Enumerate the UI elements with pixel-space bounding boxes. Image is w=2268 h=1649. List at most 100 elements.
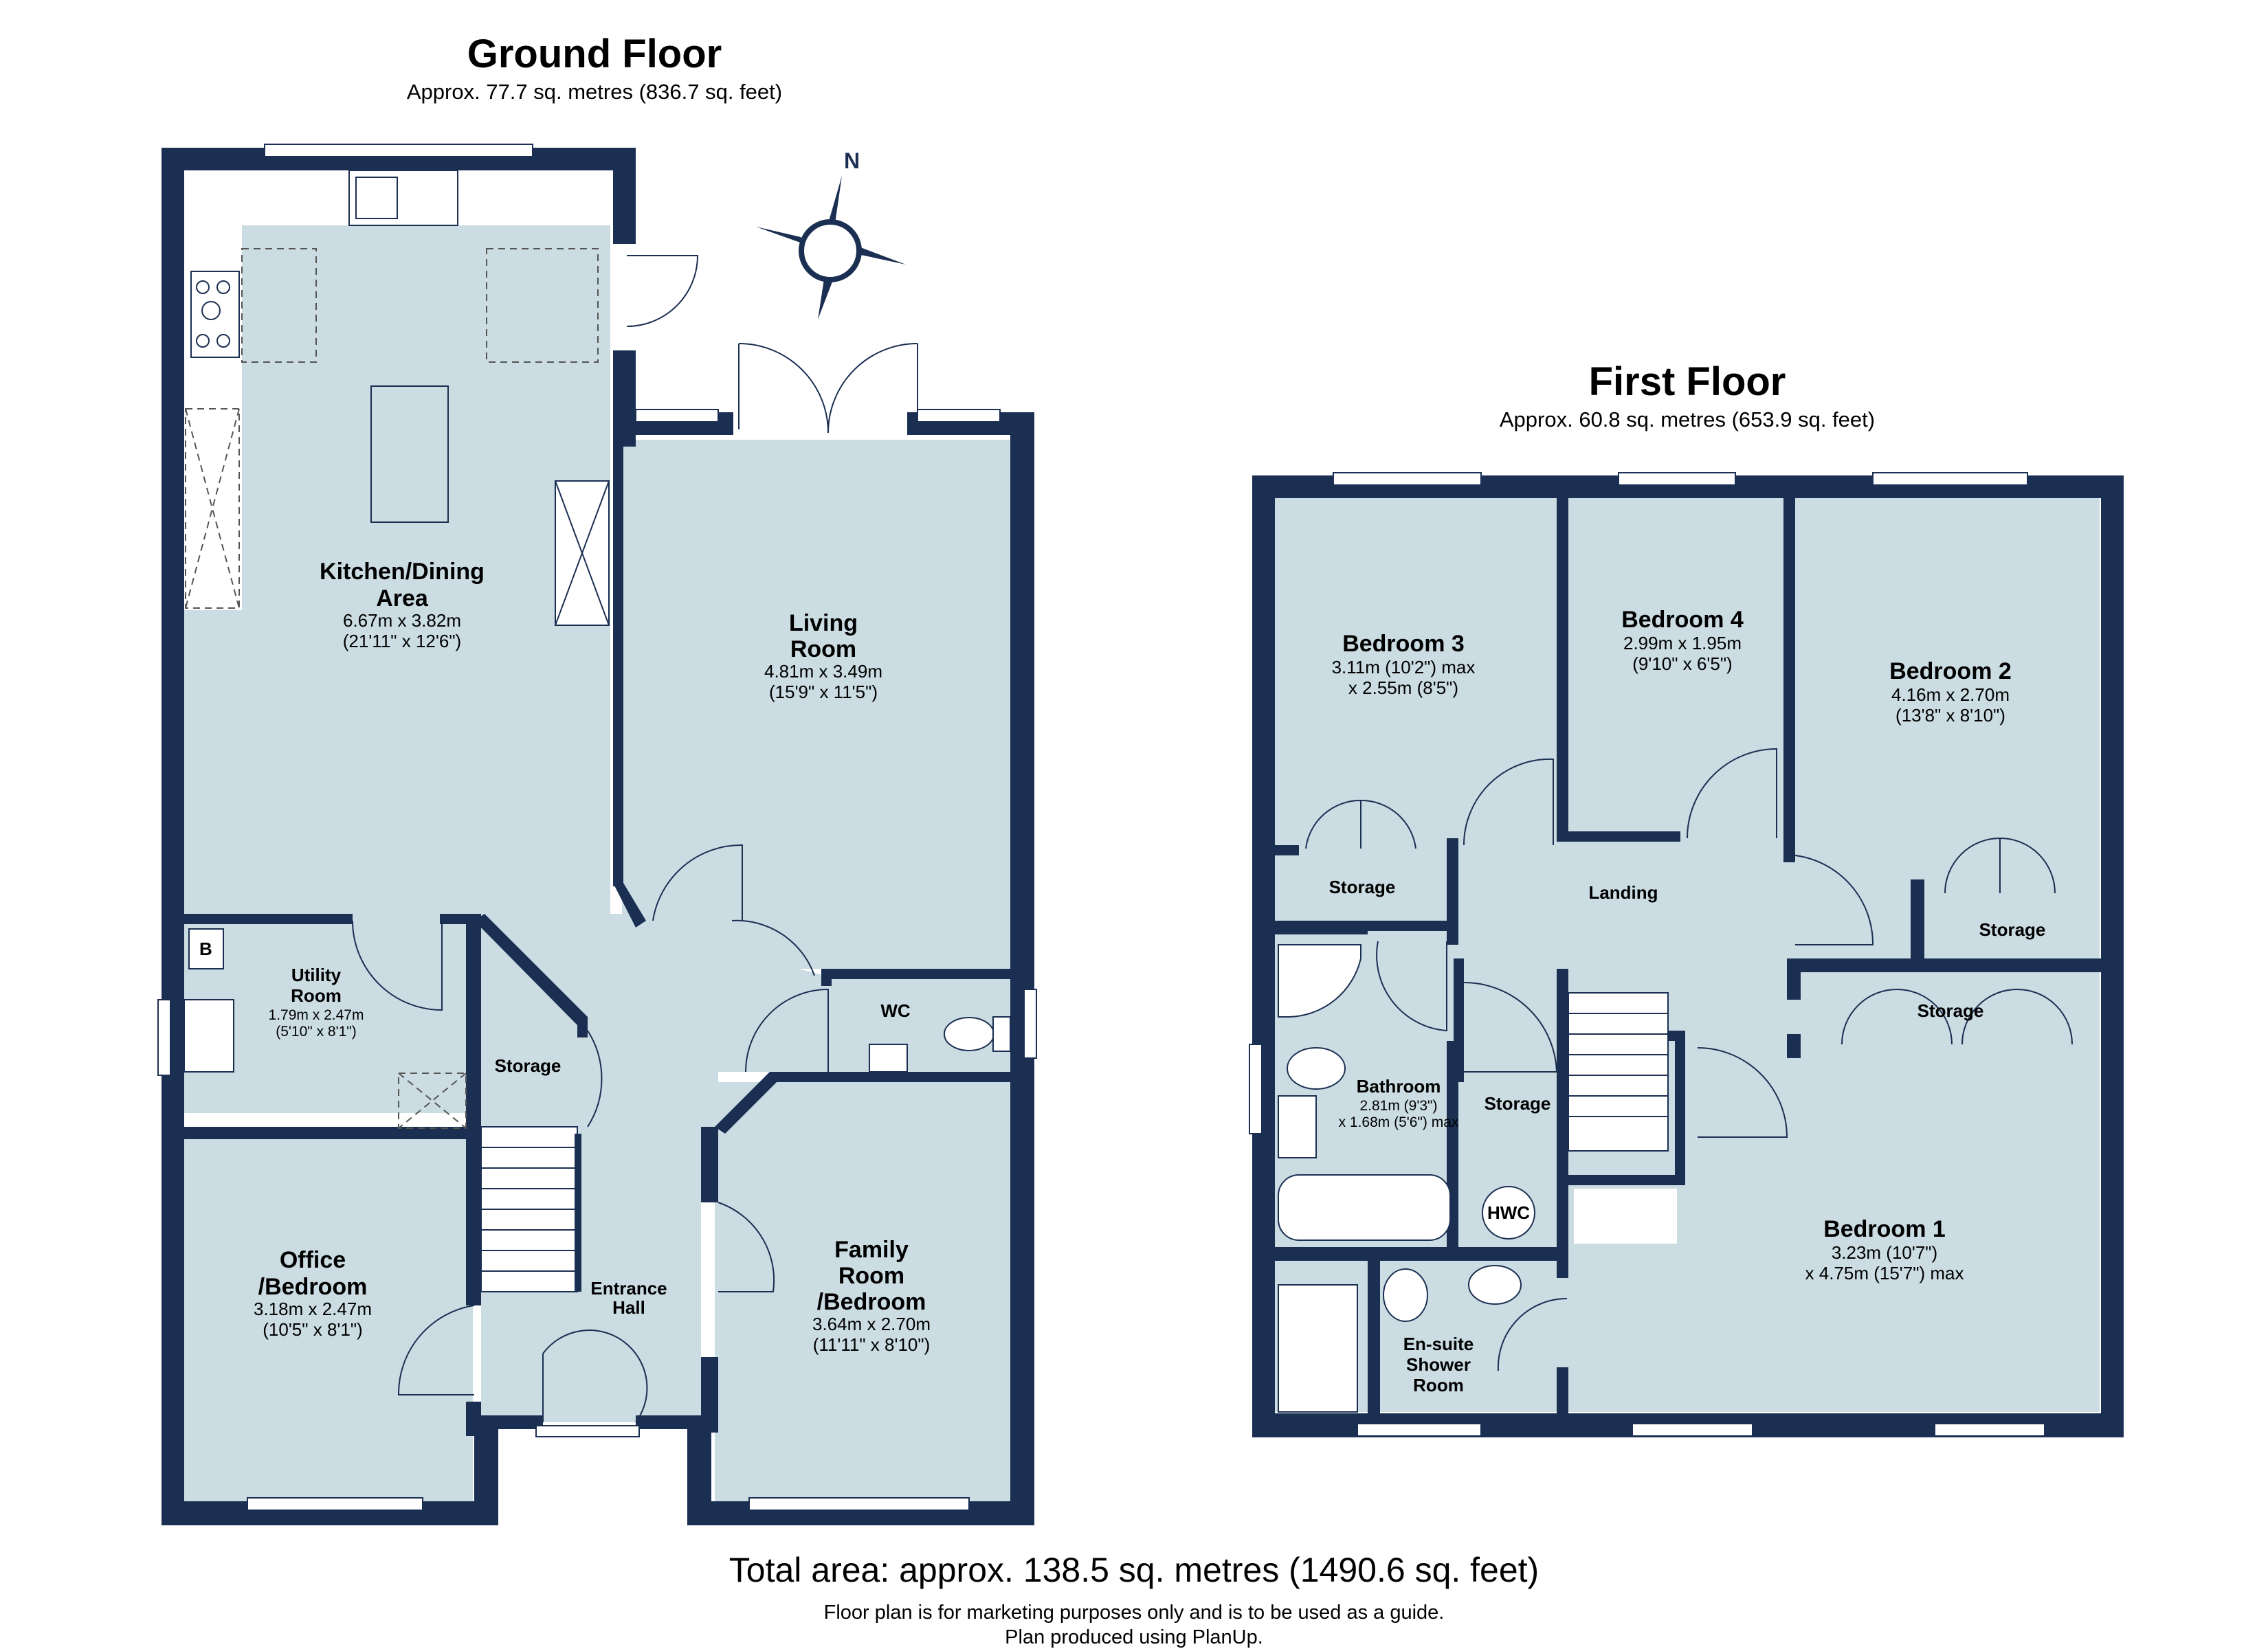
- french-door-right: [827, 343, 918, 434]
- wc-door-swing: [745, 988, 829, 1073]
- bed4-window: [1618, 472, 1736, 486]
- kitchen-window: [264, 144, 533, 157]
- gf-wall-family-left-top: [701, 1127, 718, 1202]
- stair-rail: [575, 1134, 581, 1292]
- ff-storage-a-label: Storage: [1329, 877, 1396, 897]
- ff-wall-storage-c-left: [1911, 879, 1924, 969]
- family-window: [748, 1497, 970, 1511]
- gf-wall-utility-top-left: [184, 914, 353, 924]
- gf-wall-utility-top-right: [440, 914, 466, 924]
- bathroom-dim-2: x 1.68m (5'6") max: [1339, 1114, 1459, 1130]
- wc-basin: [869, 1044, 908, 1073]
- ff-wall-left: [1252, 475, 1275, 1437]
- sink-bowl: [355, 177, 398, 219]
- hob-ring: [196, 334, 210, 348]
- wc-toilet: [944, 1017, 994, 1051]
- utility-dim-2: (5'10" x 8'1"): [276, 1024, 356, 1040]
- stair-treads: [481, 1147, 577, 1272]
- kitchen-dim-2: (21'11" x 12'6"): [343, 631, 461, 651]
- gf-wall-kitchen-living: [613, 440, 623, 886]
- hob-ring: [216, 334, 230, 348]
- storage-a-door-left: [1305, 799, 1361, 849]
- gf-wall-office-right-top: [466, 1134, 481, 1305]
- ensuite-toilet: [1383, 1268, 1428, 1322]
- kitchen-appliance-cross: [555, 480, 610, 626]
- first-floor-stairs: [1568, 992, 1669, 1152]
- bed2-door-swing: [1794, 855, 1874, 945]
- bed1-name: Bedroom 1: [1823, 1216, 1946, 1242]
- ff-wall-bed3-bed4: [1557, 498, 1568, 842]
- hob-ring: [216, 280, 230, 294]
- office-floor: [184, 1134, 473, 1512]
- bed3-dim-1: 3.11m (10'2") max: [1332, 657, 1476, 677]
- office-door-swing: [397, 1305, 475, 1395]
- storage-c-door-right: [1999, 838, 2056, 894]
- living-name-1: Living: [789, 610, 858, 636]
- ensuite-window: [1357, 1423, 1482, 1437]
- boiler: [188, 928, 224, 969]
- ground-floor-plan: B Kitchen/Dining Area 6.67m x 3.82m (21'…: [157, 144, 1037, 1525]
- bathroom-basin: [1278, 1095, 1317, 1158]
- bathroom-door-swing: [1376, 941, 1447, 1032]
- hot-water-cylinder: [1482, 1186, 1535, 1239]
- living-window-left: [635, 409, 719, 423]
- bathroom-name: Bathroom: [1357, 1076, 1441, 1097]
- ff-wall-ensuite-right-top: [1557, 1247, 1568, 1278]
- bed2-dim-2: (13'8" x 8'10"): [1895, 705, 2005, 726]
- gf-wall-porch-left: [474, 1415, 543, 1429]
- bathroom-window: [1249, 1044, 1263, 1134]
- storage-d-door-swing: [1463, 982, 1558, 1073]
- bathroom-shower-corner: [1278, 944, 1361, 1018]
- ensuite-name-2: Shower: [1406, 1354, 1471, 1375]
- utility-unit-cross: [398, 1073, 467, 1129]
- bed1-dim-2: x 4.75m (15'7") max: [1805, 1263, 1964, 1283]
- storage-door-swing: [587, 1030, 603, 1128]
- bed3-door-swing: [1463, 758, 1554, 846]
- utility-window: [157, 999, 171, 1076]
- boiler-label: B: [199, 939, 212, 959]
- gf-wall-storage-diagonal: [474, 914, 588, 1025]
- storage-a-door-right: [1360, 799, 1416, 849]
- ff-storage-c-label: Storage: [1979, 919, 2046, 940]
- ff-wall-bed2-stub: [1783, 835, 1795, 862]
- office-name-1: Office: [280, 1247, 346, 1273]
- hob-ring: [201, 301, 221, 320]
- compass-needle-west: [756, 227, 804, 244]
- ff-wall-stair-right: [1675, 1031, 1685, 1185]
- utility-name-1: Utility: [291, 965, 342, 985]
- ff-wall-bed1-stub: [1787, 1034, 1801, 1058]
- gf-wall-kitchen-right-top: [613, 148, 636, 244]
- bed1-window-left: [1632, 1423, 1753, 1437]
- wall-unit: [486, 248, 599, 363]
- first-floor-plan: HWC Bedroom 3 3.11m (10'2") max x 2.55m …: [1249, 472, 2124, 1437]
- ensuite-shower-tray: [1278, 1284, 1358, 1413]
- front-door-frame: [535, 1425, 640, 1437]
- bathroom-dim-1: 2.81m (9'3"): [1359, 1098, 1437, 1114]
- kitchen-island: [370, 385, 449, 523]
- kitchen-dim-1: 6.67m x 3.82m: [343, 610, 461, 631]
- bed4-dim-1: 2.99m x 1.95m: [1623, 633, 1742, 653]
- living-dim-1: 4.81m x 3.49m: [764, 661, 882, 682]
- gf-wall-office-top: [184, 1127, 473, 1139]
- bed1-door-swing: [1697, 1047, 1788, 1138]
- ff-wall-landing-left: [1557, 969, 1568, 1034]
- total-area: Total area: approx. 138.5 sq. metres (14…: [729, 1551, 1539, 1589]
- ground-floor-area: Approx. 77.7 sq. metres (836.7 sq. feet): [407, 80, 782, 104]
- bed2-name: Bedroom 2: [1889, 658, 2012, 684]
- hall-floor: [481, 914, 825, 1422]
- ff-storage-b-label: Storage: [1917, 1000, 1984, 1021]
- bed2-window: [1872, 472, 2028, 486]
- bathroom-toilet: [1287, 1047, 1346, 1090]
- hwc-label: HWC: [1487, 1202, 1530, 1223]
- gf-wall-family-diagonal: [715, 1072, 777, 1134]
- ensuite-basin: [1468, 1265, 1522, 1305]
- french-door-leaves: [738, 344, 918, 429]
- compass: N: [756, 148, 906, 319]
- bed1-dim-1: 3.23m (10'7"): [1832, 1242, 1937, 1263]
- ensuite-door-swing: [1497, 1297, 1568, 1371]
- gf-wall-wc-bottom: [770, 1072, 1021, 1082]
- ff-wall-ensuite-right-bottom: [1557, 1367, 1568, 1415]
- family-name-1: Family: [834, 1237, 909, 1263]
- family-dim-2: (11'11" x 8'10"): [813, 1334, 931, 1355]
